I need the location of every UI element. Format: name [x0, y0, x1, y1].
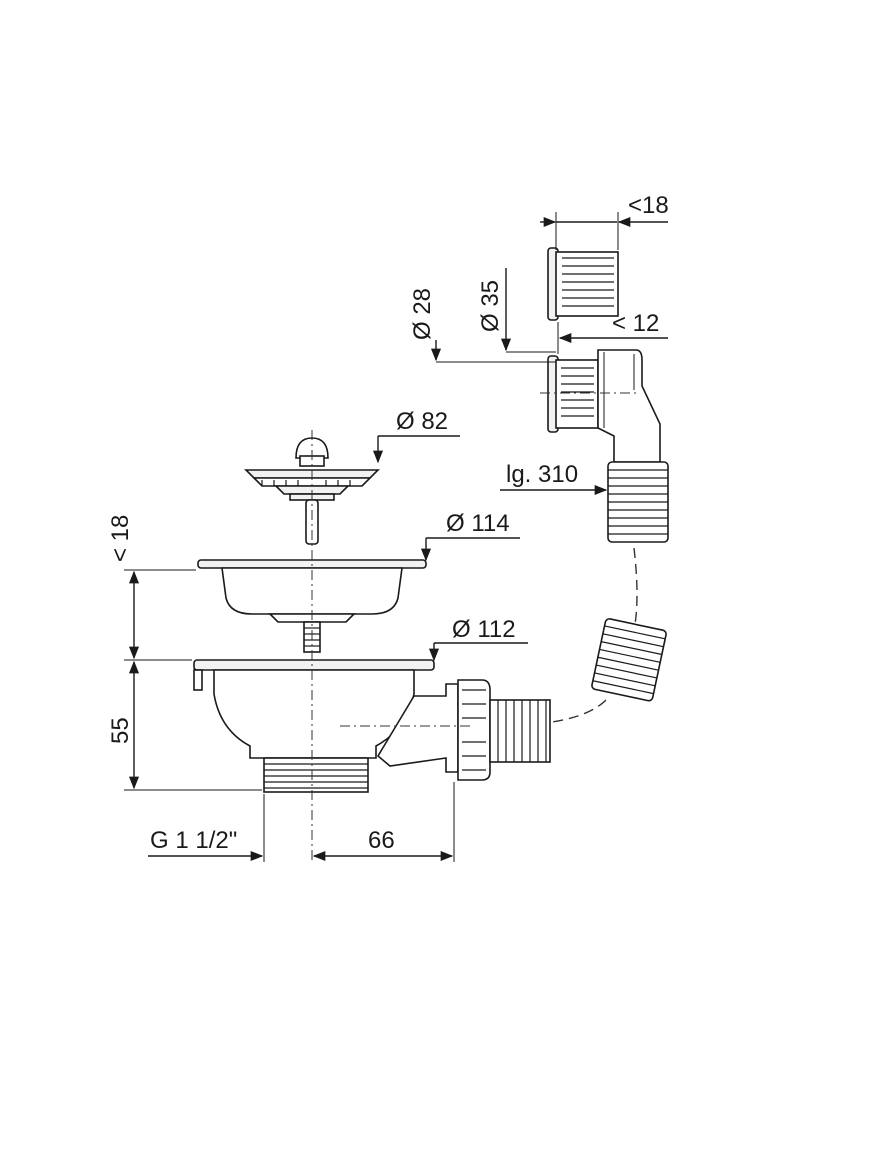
overflow-cap-top [547, 247, 619, 321]
dim-strainer-diameter: Ø 82 [372, 408, 460, 464]
dim-body-height: 55 [107, 660, 262, 791]
dim-flange-depth: < 18 [107, 515, 196, 661]
strainer-diameter-label: Ø 82 [396, 408, 448, 435]
strainer-basket [244, 437, 380, 545]
dim-overflow-bottom-depth: < 12 [557, 310, 668, 354]
dim-overflow-top-diameter: Ø 35 [477, 268, 556, 353]
dim-overflow-top-depth: <18 [540, 192, 669, 250]
hose-length-label: lg. 310 [506, 461, 578, 488]
overflow-elbow [540, 349, 661, 463]
flange-diameter-label: Ø 114 [446, 510, 510, 537]
dim-outlet-offset: 66 [312, 782, 455, 862]
overflow-bottom-diameter-label: Ø 28 [409, 288, 436, 340]
body-height-label: 55 [107, 717, 134, 744]
flange-depth-label: < 18 [107, 515, 134, 562]
dim-flange-diameter: Ø 114 [420, 510, 520, 562]
thread-size-label: G 1 1/2" [150, 827, 237, 854]
dim-overflow-bottom-diameter: Ø 28 [409, 288, 556, 363]
overflow-hose [551, 461, 669, 723]
outlet-offset-label: 66 [368, 827, 395, 854]
dim-hose-length: lg. 310 [500, 461, 608, 496]
waste-body [193, 659, 551, 793]
overflow-bottom-depth-label: < 12 [612, 310, 659, 337]
dim-body-diameter: Ø 112 [428, 616, 528, 662]
overflow-top-depth-label: <18 [628, 192, 669, 219]
overflow-top-diameter-label: Ø 35 [477, 280, 504, 332]
body-diameter-label: Ø 112 [452, 616, 516, 643]
dim-thread-size: G 1 1/2" [148, 794, 265, 862]
